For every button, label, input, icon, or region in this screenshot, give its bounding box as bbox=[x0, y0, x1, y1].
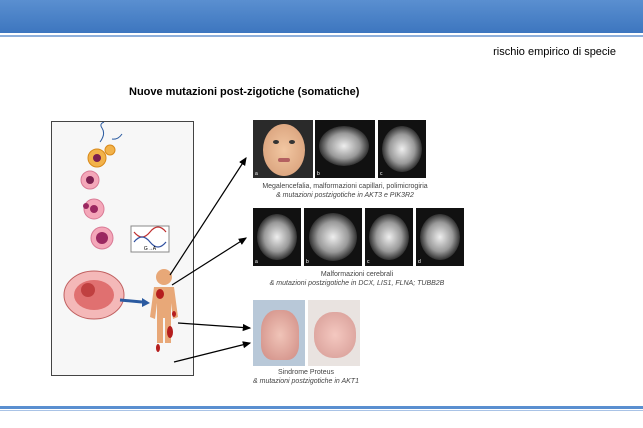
panel-3-caption-line1: Sindrome Proteus bbox=[277, 369, 335, 376]
panel-1-caption-line2: & mutazioni postzigotiche in AKT3 e PIK3… bbox=[276, 192, 414, 199]
image-label: c bbox=[380, 171, 383, 177]
panel-3-caption: Sindrome Proteus & mutazioni postzigotic… bbox=[250, 368, 362, 386]
arrow-icon bbox=[119, 298, 143, 304]
panel-2-caption: Malformazioni cerebrali & mutazioni post… bbox=[250, 270, 464, 288]
footer-divider bbox=[0, 406, 643, 409]
hand-photo bbox=[253, 300, 305, 366]
sperm-icon bbox=[99, 121, 105, 143]
fetus-icon bbox=[81, 283, 95, 297]
panel-2-caption-line2: & mutazioni postzigotiche in DCX, LIS1, … bbox=[269, 280, 445, 287]
panel-1-caption: Megalencefalia, malformazioni capillari,… bbox=[250, 182, 440, 200]
footer-divider-thin bbox=[0, 410, 643, 411]
development-illustration: G→A bbox=[63, 121, 178, 352]
arrow-to-panel-1 bbox=[169, 156, 247, 276]
dna-icon bbox=[133, 226, 167, 238]
mri-image-b: b bbox=[304, 208, 362, 266]
header-divider bbox=[0, 35, 643, 37]
slide-subtitle: rischio empirico di specie bbox=[493, 46, 616, 58]
image-label: b bbox=[317, 171, 320, 177]
embryo-illustration-panel: G→A bbox=[51, 121, 194, 376]
image-label: b bbox=[306, 259, 309, 265]
image-label: a bbox=[255, 259, 258, 265]
image-label: a bbox=[255, 171, 258, 177]
slide-title: Nuove mutazioni post-zigotiche (somatich… bbox=[129, 86, 360, 98]
image-label: c bbox=[367, 259, 370, 265]
mri-image-d: d bbox=[416, 208, 464, 266]
mri-image-c: c bbox=[365, 208, 413, 266]
mri-axial: c bbox=[378, 120, 426, 178]
arrow-to-panel-4 bbox=[173, 341, 252, 363]
panel-1-caption-line1: Megalencefalia, malformazioni capillari,… bbox=[262, 183, 428, 190]
mri-sagittal: b bbox=[315, 120, 375, 178]
foot-photo bbox=[308, 300, 360, 366]
patient-photo: a bbox=[253, 120, 313, 178]
arrow-to-panel-2 bbox=[171, 237, 248, 286]
panel-3-caption-line2: & mutazioni postzigotiche in AKT1 bbox=[253, 378, 359, 385]
arrow-to-panel-3 bbox=[177, 322, 252, 332]
child-figure-icon bbox=[150, 269, 178, 352]
image-label: d bbox=[418, 259, 421, 265]
panel-2-caption-line1: Malformazioni cerebrali bbox=[320, 271, 394, 278]
dna-mutation-label: G→A bbox=[144, 246, 157, 252]
header-bar bbox=[0, 0, 643, 33]
sperm-icon bbox=[111, 133, 123, 140]
mri-image-a: a bbox=[253, 208, 301, 266]
